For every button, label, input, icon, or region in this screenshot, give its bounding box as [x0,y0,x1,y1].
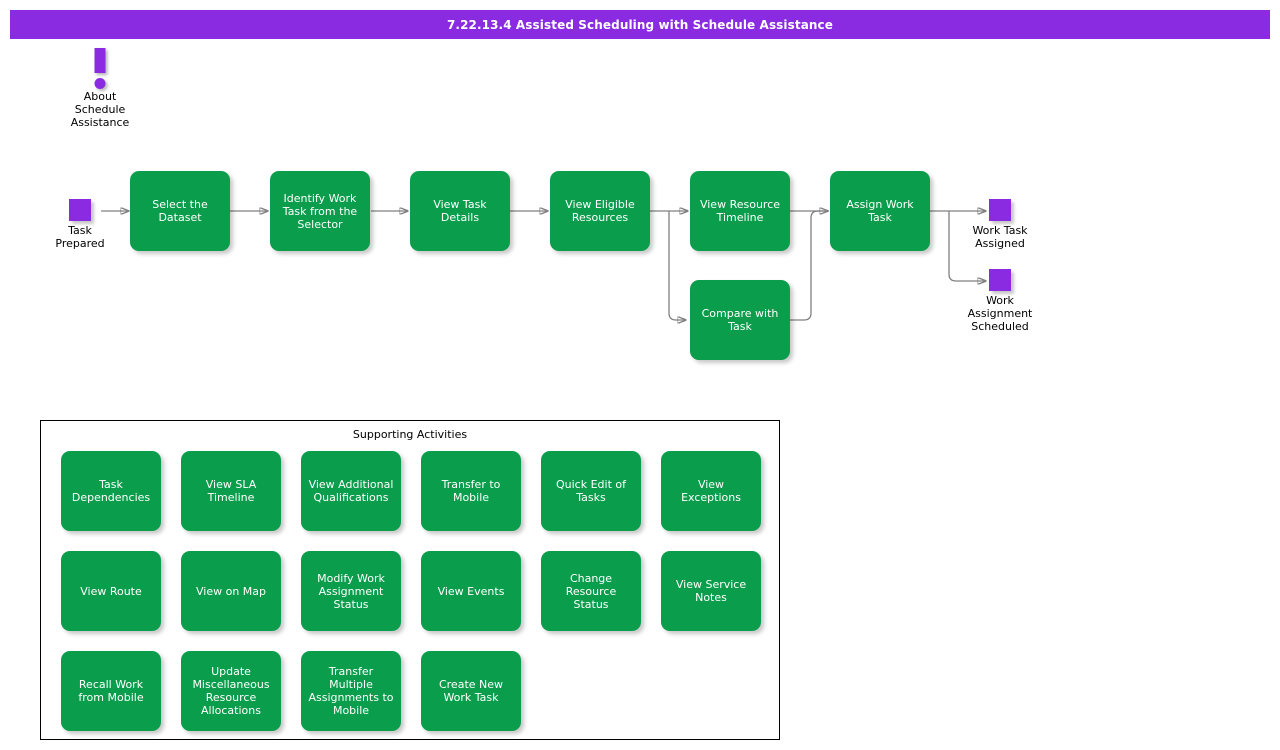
about-schedule-assistance-note[interactable]: About Schedule Assistance [50,45,150,129]
purple-square-icon [69,199,91,221]
support-box-view-sla-timeline[interactable]: View SLA Timeline [181,451,281,531]
supporting-activities-title: Supporting Activities [352,428,468,441]
process-box-view-resource-timeline[interactable]: View Resource Timeline [690,171,790,251]
support-box-modify-work-assignment-status[interactable]: Modify Work Assignment Status [301,551,401,631]
terminator-label: Task Prepared [55,224,105,250]
purple-square-icon [989,199,1011,221]
support-box-quick-edit-of-tasks[interactable]: Quick Edit of Tasks [541,451,641,531]
process-box-select-the-dataset[interactable]: Select the Dataset [130,171,230,251]
support-box-view-on-map[interactable]: View on Map [181,551,281,631]
process-box-compare-with-task[interactable]: Compare with Task [690,280,790,360]
support-box-create-new-work-task[interactable]: Create New Work Task [421,651,521,731]
support-box-view-route[interactable]: View Route [61,551,161,631]
support-box-view-additional-qualifications[interactable]: View Additional Qualifications [301,451,401,531]
support-box-recall-work-from-mobile[interactable]: Recall Work from Mobile [61,651,161,731]
support-box-view-service-notes[interactable]: View Service Notes [661,551,761,631]
page-title-bar: 7.22.13.4 Assisted Scheduling with Sched… [10,10,1270,39]
support-box-transfer-to-mobile[interactable]: Transfer to Mobile [421,451,521,531]
page-title: 7.22.13.4 Assisted Scheduling with Sched… [446,17,834,32]
support-box-view-events[interactable]: View Events [421,551,521,631]
about-note-label: About Schedule Assistance [70,90,130,129]
process-box-view-task-details[interactable]: View Task Details [410,171,510,251]
purple-square-icon [989,269,1011,291]
support-box-change-resource-status[interactable]: Change Resource Status [541,551,641,631]
support-box-update-miscellaneous-resource-allocations[interactable]: Update Miscellaneous Resource Allocation… [181,651,281,731]
terminator-work-task-assigned[interactable]: Work Task Assigned [952,199,1048,250]
process-box-identify-work-task-from-the-selector[interactable]: Identify Work Task from the Selector [270,171,370,251]
terminator-label: Work Task Assigned [972,224,1028,250]
terminator-work-assignment-scheduled[interactable]: Work Assignment Scheduled [952,269,1048,333]
support-box-transfer-multiple-assignments-to-mobile[interactable]: Transfer Multiple Assignments to Mobile [301,651,401,731]
support-box-view-exceptions[interactable]: View Exceptions [661,451,761,531]
process-box-view-eligible-resources[interactable]: View Eligible Resources [550,171,650,251]
process-box-assign-work-task[interactable]: Assign Work Task [830,171,930,251]
support-box-task-dependencies[interactable]: Task Dependencies [61,451,161,531]
exclamation-mark-icon [50,45,150,89]
supporting-activities-panel: Supporting Activities Task Dependencies … [40,420,780,740]
terminator-label: Work Assignment Scheduled [967,294,1033,333]
terminator-task-prepared[interactable]: Task Prepared [44,199,116,250]
